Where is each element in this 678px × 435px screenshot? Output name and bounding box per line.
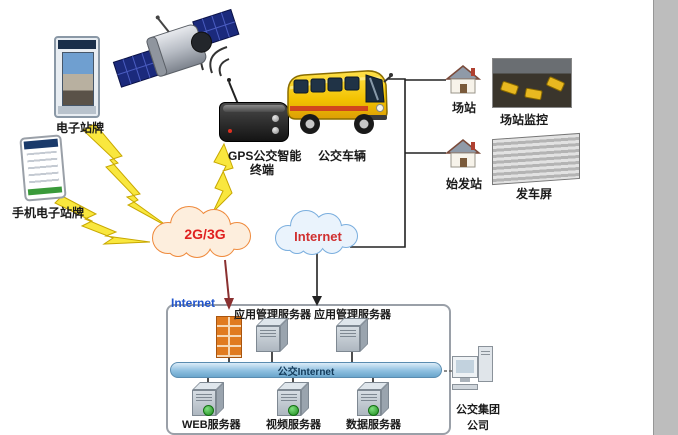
data-server-label: 数据服务器 — [346, 419, 401, 431]
phone-footer — [27, 186, 63, 196]
mini-bus-icon — [499, 80, 520, 96]
server-front — [256, 326, 280, 352]
gps-terminal-label-line1: GPS公交智能 — [228, 149, 302, 163]
gps-knob — [272, 115, 279, 122]
server-side — [280, 318, 288, 352]
station-monitor-label: 场站监控 — [500, 113, 549, 127]
data-server-icon — [357, 382, 389, 416]
bus-icon — [287, 70, 393, 134]
backbone-label: 公交Internet — [277, 366, 335, 378]
departure-screen-label: 发车屏 — [516, 187, 553, 201]
app-server2-label: 应用管理服务器 — [314, 309, 391, 321]
server-side — [360, 318, 368, 352]
phone-screen-text — [26, 150, 60, 186]
bus-label: 公交车辆 — [318, 149, 367, 163]
station-house-icon — [445, 65, 481, 94]
arrow-to-firewall-icon — [224, 298, 234, 310]
globe-icon — [203, 405, 214, 416]
server-room-box — [166, 304, 451, 435]
cloud-internet: Internet — [268, 204, 368, 260]
backbone-bar: 公交Internet — [170, 362, 442, 378]
satellite-icon — [112, 8, 240, 88]
gps-knob — [272, 127, 279, 134]
station-label: 场站 — [452, 101, 477, 115]
electronic-stop-label: 电子站牌 — [56, 121, 105, 135]
cloud-2g3g: 2G/3G — [142, 198, 268, 262]
phone-header — [23, 138, 59, 150]
cloud-shape-icon — [275, 210, 358, 255]
web-server-label: WEB服务器 — [182, 419, 241, 431]
pc-monitor — [452, 356, 478, 378]
gps-terminal-top — [223, 105, 285, 112]
globe-icon — [368, 405, 379, 416]
kiosk-header — [58, 40, 96, 49]
pc-keyboard — [452, 384, 478, 390]
station-monitor-photo — [492, 58, 572, 108]
company-computer-icon — [452, 346, 496, 398]
cloud-2g3g-label: 2G/3G — [184, 226, 226, 242]
mini-bus-icon — [545, 75, 566, 93]
app-server1-label: 应用管理服务器 — [234, 309, 311, 321]
gps-terminal-label-line2: 终端 — [250, 163, 275, 177]
video-server-label: 视频服务器 — [266, 419, 321, 431]
web-server-icon — [192, 382, 224, 416]
gps-led — [228, 129, 232, 133]
server-side — [216, 382, 224, 416]
pc-screen — [456, 360, 474, 373]
mobile-stop-label: 手机电子站牌 — [12, 206, 85, 220]
company-label: 公交集团 公司 — [440, 401, 516, 433]
kiosk-screen — [62, 52, 94, 106]
app-server2-icon — [336, 318, 368, 352]
mini-bus-icon — [524, 87, 543, 101]
origin-station-label: 始发站 — [446, 177, 483, 191]
kiosk-base — [58, 106, 96, 114]
gps-terminal-icon — [219, 102, 289, 142]
app-server1-icon — [256, 318, 288, 352]
box-internet-label: Internet — [171, 296, 216, 310]
firewall-icon — [216, 316, 242, 358]
cloud-internet-label: Internet — [294, 228, 342, 244]
video-server-icon — [277, 382, 309, 416]
origin-station-house-icon — [445, 139, 481, 168]
company-label-line2: 公司 — [467, 420, 489, 432]
cloud-shape-icon — [152, 206, 251, 258]
page-gray-margin — [653, 0, 678, 435]
globe-icon — [288, 405, 299, 416]
server-front — [336, 326, 360, 352]
electronic-stop-kiosk-icon — [54, 36, 100, 118]
server-side — [301, 382, 309, 416]
pc-tower — [478, 346, 493, 382]
departure-screen-photo — [492, 132, 580, 186]
pc-stand — [460, 378, 470, 382]
company-label-line1: 公交集团 — [456, 404, 500, 416]
server-side — [381, 382, 389, 416]
mobile-phone-icon — [19, 134, 67, 202]
lightning-bolts-icon — [54, 123, 234, 245]
arrow-down-icon — [312, 296, 322, 306]
